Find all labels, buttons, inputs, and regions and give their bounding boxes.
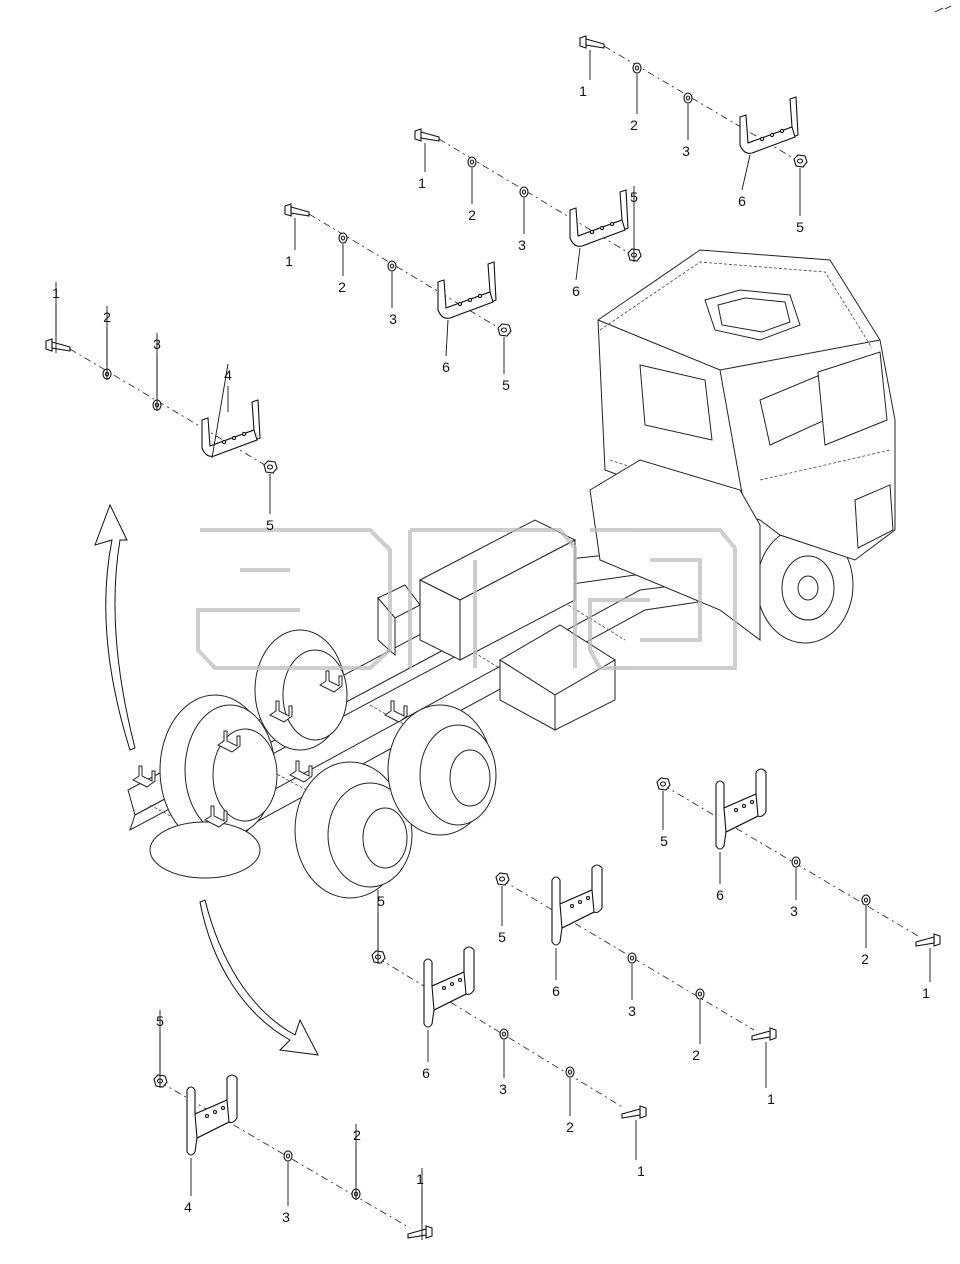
callout-2: 2 [861, 951, 869, 967]
nut-part [153, 1074, 168, 1088]
callout-2: 2 [630, 117, 638, 133]
bolt-part [414, 128, 440, 142]
callout-1: 1 [579, 83, 587, 99]
bracket-part [569, 189, 629, 247]
flat-washer-part [283, 1150, 293, 1162]
spring-washer-part [632, 62, 642, 74]
callout-2: 2 [566, 1119, 574, 1135]
callout-3: 3 [518, 237, 526, 253]
nut-part [263, 460, 278, 474]
assembly-axis-line [159, 1081, 411, 1229]
downward-curved-arrow [199, 899, 319, 1056]
nut-part [497, 323, 512, 337]
callout-1: 1 [418, 175, 426, 191]
callout-2: 2 [103, 309, 111, 325]
bracket-part [437, 261, 497, 319]
flat-washer-part [499, 1028, 509, 1040]
callout-3: 3 [499, 1081, 507, 1097]
assembly-axis-line [662, 784, 919, 937]
callout-1: 1 [285, 253, 293, 269]
callout-6: 6 [422, 1065, 430, 1081]
callout-5: 5 [498, 929, 506, 945]
callout-3: 3 [790, 903, 798, 919]
callout-5: 5 [630, 189, 638, 205]
callout-1: 1 [52, 285, 60, 301]
leader-line [575, 247, 581, 281]
spring-washer-part [695, 988, 705, 1000]
upward-curved-arrow [94, 503, 136, 751]
spring-washer-part [338, 232, 348, 244]
callout-2: 2 [692, 1047, 700, 1063]
watermark-logo [196, 528, 737, 670]
callout-6: 6 [738, 193, 746, 209]
bolt-part [621, 1105, 647, 1119]
assembly-axis-line [501, 879, 755, 1031]
bolt-part [579, 35, 605, 49]
callout-5: 5 [660, 833, 668, 849]
bolt-part [751, 1027, 777, 1041]
callout-3: 3 [682, 143, 690, 159]
callout-3: 3 [153, 336, 161, 352]
nut-part [371, 950, 386, 964]
assembly-axis-line [69, 348, 271, 469]
bracket-part [186, 1074, 238, 1156]
callout-5: 5 [502, 377, 510, 393]
bolt-part [45, 338, 71, 352]
bolt-part [915, 933, 941, 947]
callout-6: 6 [442, 359, 450, 375]
callout-2: 2 [353, 1127, 361, 1143]
callout-1: 1 [767, 1091, 775, 1107]
callout-1: 1 [922, 985, 930, 1001]
bracket-part [551, 864, 603, 946]
callout-4: 4 [184, 1199, 192, 1215]
flat-washer-part [791, 856, 801, 868]
callout-3: 3 [389, 311, 397, 327]
leader-line [445, 319, 449, 357]
nut-part [656, 777, 671, 791]
nut-part [627, 248, 642, 262]
spring-washer-part [861, 894, 871, 906]
callout-5: 5 [156, 1013, 164, 1029]
callout-6: 6 [716, 887, 724, 903]
bracket-part [715, 768, 767, 850]
callout-3: 3 [628, 1003, 636, 1019]
bracket-part [201, 399, 261, 457]
flat-washer-part [683, 92, 693, 104]
spring-washer-part [467, 156, 477, 168]
callout-6: 6 [552, 983, 560, 999]
callout-3: 3 [282, 1209, 290, 1225]
nut-part [793, 154, 808, 168]
leader-line [211, 363, 229, 459]
corner-mark [934, 5, 952, 13]
spring-washer-part [565, 1066, 575, 1078]
bolt-part [284, 203, 310, 217]
callout-5: 5 [266, 517, 274, 533]
callout-5: 5 [377, 893, 385, 909]
callout-1: 1 [416, 1171, 424, 1187]
callout-6: 6 [572, 283, 580, 299]
callout-1: 1 [637, 1163, 645, 1179]
truck-chassis-illustration [127, 249, 896, 899]
assembly-axis-line [377, 957, 625, 1109]
callout-5: 5 [796, 219, 804, 235]
bolt-part [407, 1225, 433, 1239]
flat-washer-part [627, 952, 637, 964]
bracket-part [739, 96, 799, 154]
flat-washer-part [519, 186, 529, 198]
callout-4: 4 [224, 367, 232, 383]
assembly-axis-line [438, 138, 635, 257]
leader-line [741, 154, 751, 191]
callout-2: 2 [338, 279, 346, 295]
bracket-part [423, 946, 475, 1028]
flat-washer-part [387, 260, 397, 272]
callout-2: 2 [468, 207, 476, 223]
nut-part [495, 872, 510, 886]
assembly-axis-line [308, 213, 505, 332]
